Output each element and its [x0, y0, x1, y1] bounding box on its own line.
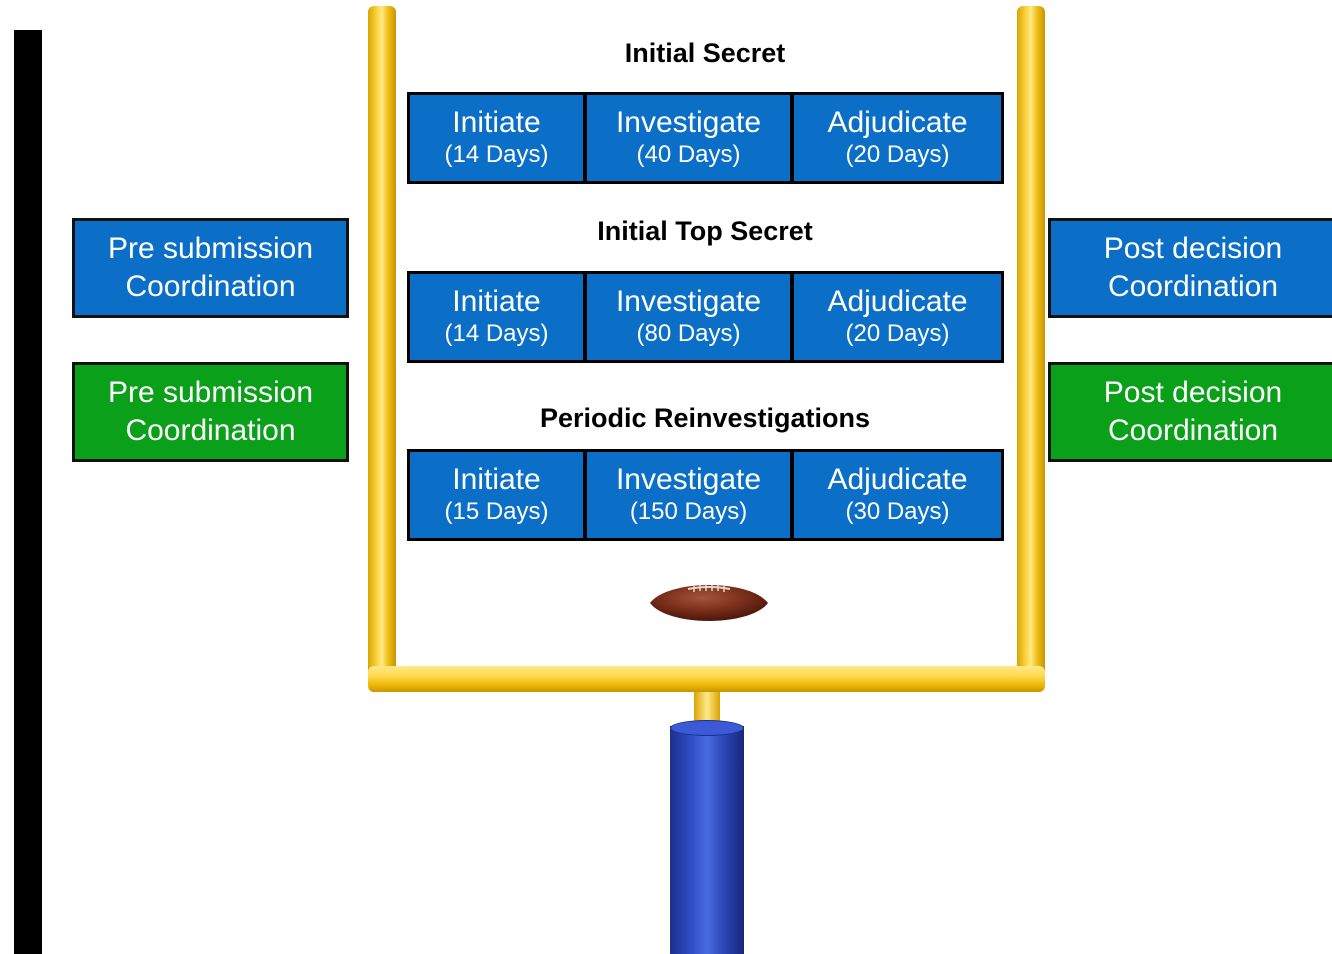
pre-submission-coordination-green: Pre submission Coordination [72, 362, 349, 462]
phase-days: (14 Days) [444, 141, 549, 168]
phase-days: (80 Days) [636, 320, 741, 347]
box-line1: Post decision [1103, 232, 1283, 265]
phase-row-initial-secret: Initiate (14 Days) Investigate (40 Days)… [407, 92, 1004, 184]
section-title-initial-top-secret: Initial Top Secret [597, 216, 813, 246]
section-title-initial-secret: Initial Secret [624, 38, 786, 68]
pre-submission-coordination-blue: Pre submission Coordination [72, 218, 349, 318]
football-icon [650, 585, 768, 621]
phase-adjudicate: Adjudicate (30 Days) [794, 452, 1001, 538]
phase-label: Adjudicate [827, 106, 968, 139]
goalpost-padding [670, 726, 744, 954]
box-line2: Coordination [125, 414, 296, 447]
phase-label: Investigate [615, 106, 762, 139]
phase-investigate: Investigate (40 Days) [587, 95, 790, 181]
phase-investigate: Investigate (150 Days) [587, 452, 790, 538]
phase-adjudicate: Adjudicate (20 Days) [794, 95, 1001, 181]
phase-days: (150 Days) [629, 498, 748, 525]
box-line2: Coordination [125, 270, 296, 303]
phase-investigate: Investigate (80 Days) [587, 274, 790, 360]
box-line1: Post decision [1103, 376, 1283, 409]
phase-days: (14 Days) [444, 320, 549, 347]
phase-label: Initiate [452, 463, 541, 496]
goalpost-padding-top [670, 720, 744, 736]
phase-days: (20 Days) [845, 320, 950, 347]
phase-row-periodic-reinvestigations: Initiate (15 Days) Investigate (150 Days… [407, 449, 1004, 541]
phase-row-initial-top-secret: Initiate (14 Days) Investigate (80 Days)… [407, 271, 1004, 363]
phase-label: Adjudicate [827, 285, 968, 318]
phase-days: (30 Days) [845, 498, 950, 525]
phase-adjudicate: Adjudicate (20 Days) [794, 274, 1001, 360]
box-line2: Coordination [1107, 414, 1279, 447]
post-decision-coordination-green: Post decision Coordination [1048, 362, 1332, 462]
box-line1: Pre submission [107, 376, 314, 409]
phase-initiate: Initiate (14 Days) [410, 95, 583, 181]
goalpost-right-upright [1017, 6, 1045, 690]
phase-label: Initiate [452, 285, 541, 318]
box-line1: Pre submission [107, 232, 314, 265]
goalpost-crossbar [368, 666, 1045, 692]
goalpost-left-upright [368, 6, 396, 690]
phase-label: Adjudicate [827, 463, 968, 496]
phase-label: Investigate [615, 285, 762, 318]
phase-label: Investigate [615, 463, 762, 496]
left-black-bar [14, 30, 42, 954]
post-decision-coordination-blue: Post decision Coordination [1048, 218, 1332, 318]
phase-initiate: Initiate (14 Days) [410, 274, 583, 360]
section-title-periodic-reinvestigations: Periodic Reinvestigations [539, 403, 871, 433]
phase-label: Initiate [452, 106, 541, 139]
phase-initiate: Initiate (15 Days) [410, 452, 583, 538]
phase-days: (40 Days) [636, 141, 741, 168]
phase-days: (20 Days) [845, 141, 950, 168]
box-line2: Coordination [1107, 270, 1279, 303]
phase-days: (15 Days) [444, 498, 549, 525]
